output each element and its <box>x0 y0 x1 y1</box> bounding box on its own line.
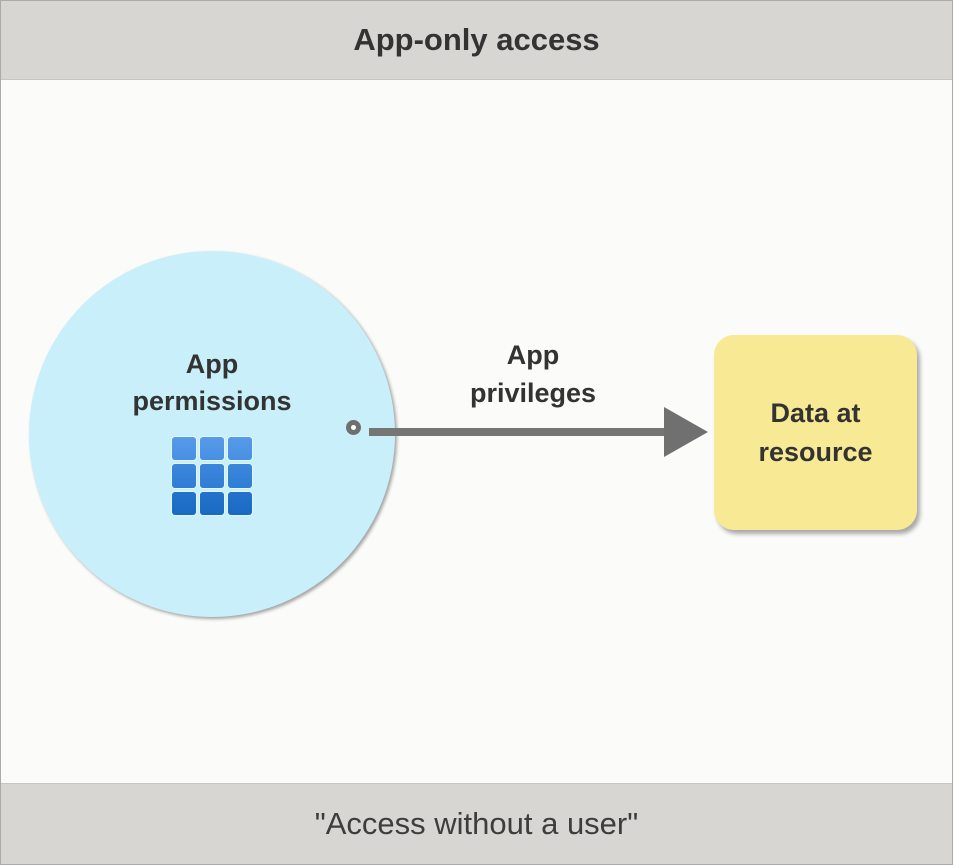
grid-cell <box>200 437 224 461</box>
grid-cell <box>200 464 224 488</box>
grid-cell <box>172 464 196 488</box>
grid-cell <box>172 491 196 515</box>
footer-bar: "Access without a user" <box>1 783 952 864</box>
data-at-resource-label: Data at resource <box>758 397 873 467</box>
grid-cell <box>172 437 196 461</box>
page-title: App-only access <box>353 22 600 57</box>
header-bar: App-only access <box>1 1 952 80</box>
diagram-area: App permissions App privileges Data at r… <box>1 80 952 783</box>
arrow-line <box>369 428 669 436</box>
app-grid-icon <box>172 437 252 515</box>
app-privileges-label: App privileges <box>469 340 597 408</box>
grid-cell <box>228 464 252 488</box>
data-at-resource-box: Data at resource <box>714 335 917 530</box>
grid-cell <box>228 437 252 461</box>
connector-dot-icon <box>346 420 361 435</box>
grid-cell <box>228 491 252 515</box>
grid-cell <box>200 491 224 515</box>
arrow-head-icon <box>664 407 708 457</box>
footer-caption: "Access without a user" <box>314 806 639 841</box>
app-permissions-circle <box>29 251 395 617</box>
app-permissions-label: App permissions <box>132 349 292 416</box>
